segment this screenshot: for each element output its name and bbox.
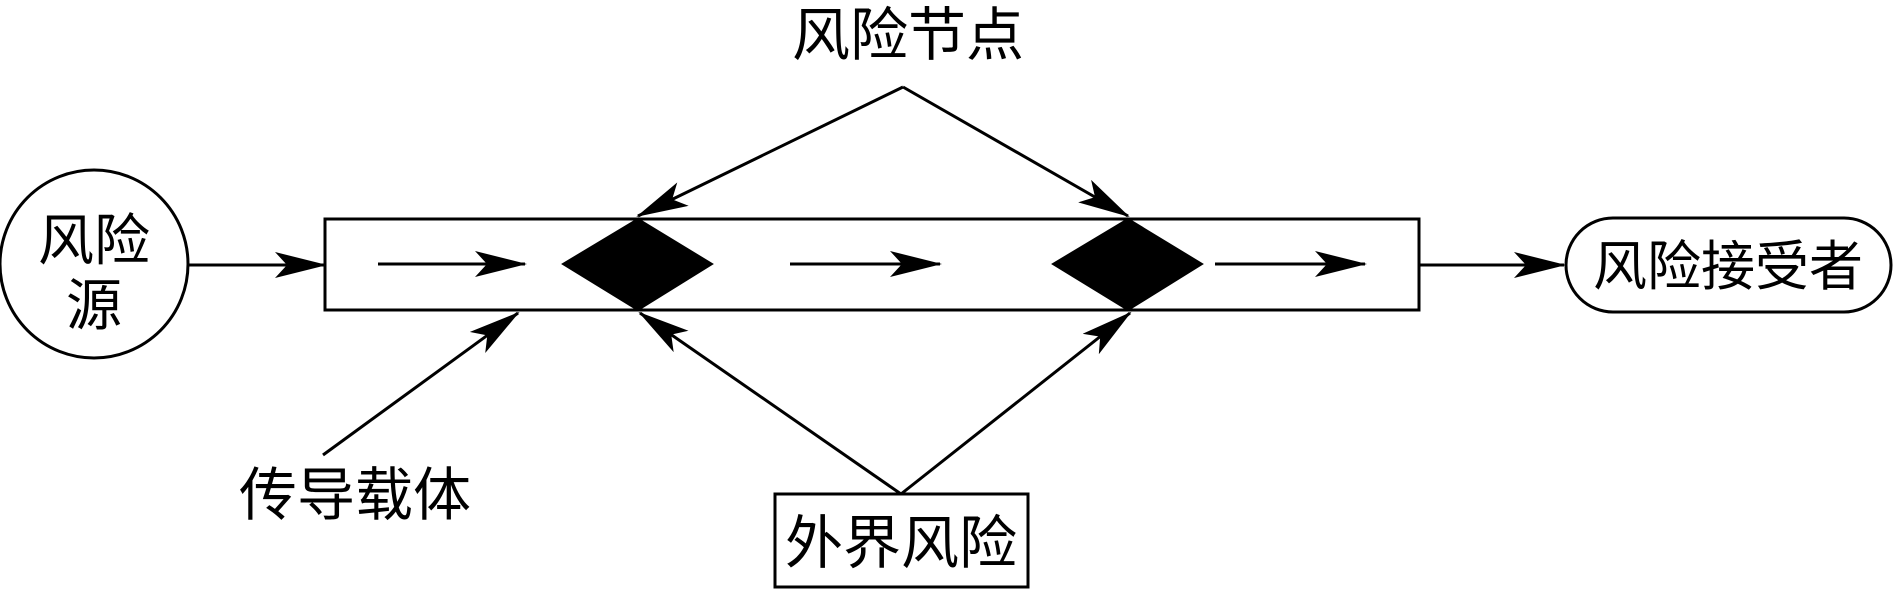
conduction-carrier-pointer [322, 311, 520, 457]
external-risk-pointer-left [638, 311, 902, 496]
risk-receiver-label: 风险接受者 [1593, 235, 1863, 298]
risk-node-diamond-1 [561, 217, 714, 312]
risk-nodes-pointer-right [902, 85, 1130, 218]
external-risk-node: 外界风险 [773, 492, 1030, 589]
risk-node-diamond-2 [1051, 217, 1204, 312]
conduction-carrier-label: 传导载体 [239, 461, 471, 529]
risk-source-label-line1: 风险 [38, 209, 150, 274]
risk-source-label-line2: 源 [66, 274, 122, 339]
risk-nodes-label: 风险节点 [792, 1, 1024, 69]
external-risk-pointer-right [900, 311, 1132, 496]
risk-source-node: 风险 源 [0, 168, 190, 360]
risk-nodes-pointer-left [636, 85, 904, 218]
risk-receiver-node: 风险接受者 [1564, 216, 1893, 314]
external-risk-label: 外界风险 [785, 509, 1017, 577]
